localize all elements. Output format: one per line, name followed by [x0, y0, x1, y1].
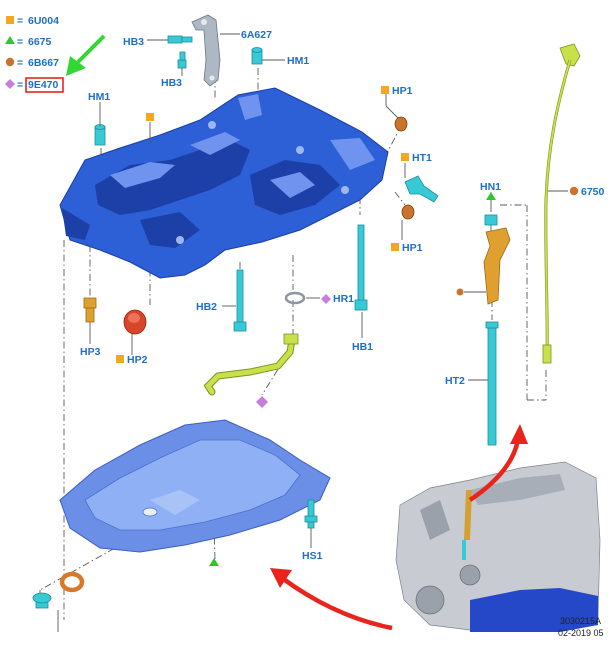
label-hr1: HR1: [333, 293, 354, 305]
label-hp3: HP3: [80, 346, 101, 358]
label-hb2: HB2: [196, 301, 217, 313]
label-hm1-left: HM1: [88, 91, 110, 103]
highlight-box: [25, 77, 64, 93]
hp1-plug-top: [394, 116, 408, 132]
label-hs1: HS1: [302, 550, 323, 562]
legend-separator: =: [17, 57, 23, 69]
legend-square-symbol: [6, 16, 14, 24]
leader-lines: [89, 33, 568, 548]
square-marker: [381, 86, 389, 94]
triangle-marker: [209, 558, 219, 566]
label-hb3-top: HB3: [123, 36, 144, 48]
label-hp1-top: HP1: [392, 85, 413, 97]
legend-triangle-symbol: [5, 36, 15, 44]
red-curved-arrow-left-icon: [270, 568, 393, 631]
lower-oil-pan: [59, 419, 331, 553]
drain-plug-washer: [59, 571, 85, 593]
upper-oil-pan-frame: [59, 87, 389, 279]
pickup-tube-diamond-marker: [256, 396, 268, 408]
label-6a627: 6A627: [241, 29, 272, 41]
label-hp1-mid: HP1: [402, 242, 423, 254]
legend-code-9e470: 9E470: [28, 79, 59, 91]
legend-code-6675: 6675: [28, 36, 52, 48]
label-hb3-bottom: HB3: [161, 77, 182, 89]
legend-code-6u004: 6U004: [28, 15, 59, 27]
hn1-nut: [484, 214, 498, 226]
hb3-bolt-top: [167, 35, 193, 44]
hp2-cap: [123, 309, 147, 335]
legend-separator: =: [17, 79, 23, 91]
ht1-fitting: [404, 175, 439, 203]
drain-plug-assembly: [32, 571, 85, 632]
hp3-pressure-sender: [83, 297, 97, 323]
callout-labels: HB3 6A627 HB3 HM1 HM1 HP1 HT1 HP1 HN1 67…: [80, 29, 605, 562]
legend-code-6b667: 6B667: [28, 57, 59, 69]
green-pointer-arrow-icon: [66, 34, 106, 76]
figure-date: 02-2019 05: [558, 628, 604, 638]
square-marker: [116, 355, 124, 363]
hm1-stud-left: [94, 124, 106, 146]
ht2-tube: [485, 321, 499, 446]
figure-id: 3030215A: [560, 616, 601, 626]
circle-marker: [569, 186, 579, 196]
label-hn1: HN1: [480, 181, 501, 193]
legend-separator: =: [17, 15, 23, 27]
label-6750: 6750: [581, 186, 605, 198]
dipstick-tube-circle-marker: [456, 288, 464, 296]
label-markers: [116, 86, 579, 566]
square-marker: [401, 153, 409, 161]
label-ht2: HT2: [445, 375, 465, 387]
square-marker: [391, 243, 399, 251]
legend-separator: =: [17, 36, 23, 48]
hr1-o-ring: [284, 291, 306, 305]
legend-diamond-symbol: [5, 79, 15, 89]
hb3-bolt-bottom: [177, 51, 187, 69]
legend: = 6U004 = 6675 = 6B667 = 9E470: [5, 15, 64, 93]
oil-pickup-tube: [203, 333, 299, 396]
red-curved-arrow-up-icon: [468, 424, 528, 502]
dipstick-tube: [456, 227, 511, 305]
dipstick-6750: [542, 43, 581, 364]
hb1-bolt: [354, 224, 368, 311]
label-ht1: HT1: [412, 152, 432, 164]
hp1-plug-mid: [401, 204, 415, 220]
diamond-marker: [321, 294, 331, 304]
label-hp2: HP2: [127, 354, 148, 366]
square-marker: [146, 113, 154, 121]
label-hb1: HB1: [352, 341, 373, 353]
engine-thumbnail: [395, 461, 601, 632]
triangle-marker: [486, 192, 496, 200]
drain-plug: [32, 592, 52, 609]
bracket-6a627: [191, 14, 221, 87]
label-hm1-top: HM1: [287, 55, 309, 67]
hm1-stud-top: [251, 47, 263, 65]
legend-circle-symbol: [5, 57, 15, 67]
hb2-bolt: [233, 269, 247, 332]
